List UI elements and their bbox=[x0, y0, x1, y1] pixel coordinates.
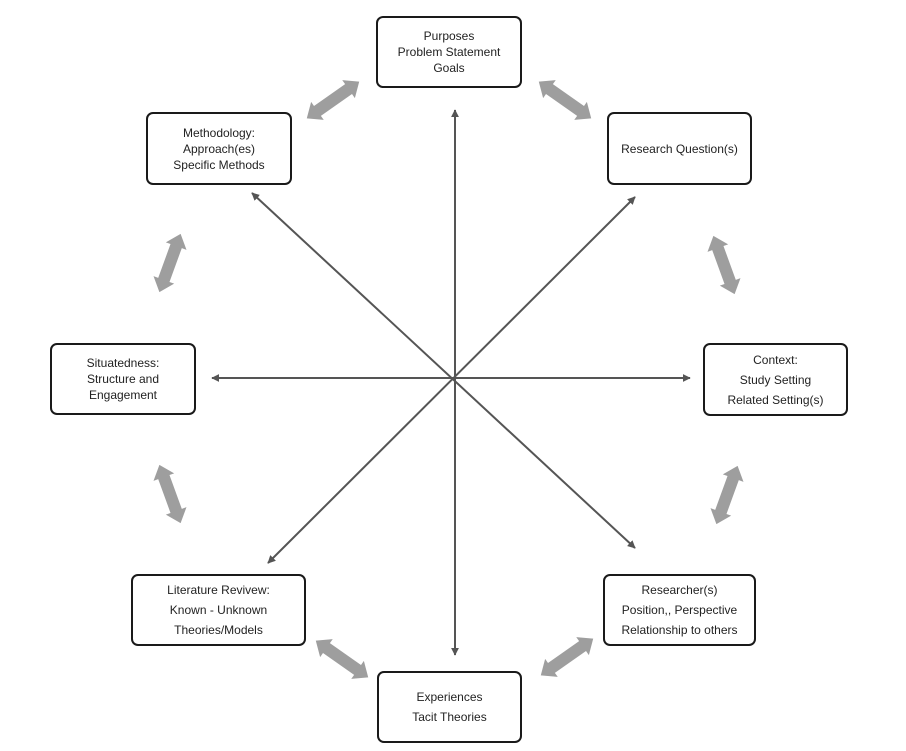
node-research-questions-line-1: Research Question(s) bbox=[621, 141, 738, 156]
ring-arrow-researcher-experiences bbox=[540, 637, 594, 677]
node-purposes-line-3: Goals bbox=[433, 61, 465, 75]
ring-arrow-purposes-research bbox=[538, 80, 592, 120]
spoke-arrows bbox=[211, 109, 691, 656]
node-purposes: Purposes Problem Statement Goals bbox=[376, 16, 522, 88]
node-experiences-line-1: Experiences bbox=[416, 690, 483, 704]
node-context-line-1: Context: bbox=[753, 352, 798, 367]
node-methodology: Methodology: Approach(es) Specific Metho… bbox=[146, 112, 292, 185]
node-methodology-line-3: Specific Methods bbox=[173, 157, 265, 172]
node-researchers-line-2: Position,, Perspective bbox=[621, 603, 738, 617]
node-research-questions: Research Question(s) bbox=[607, 112, 752, 185]
node-literature-review-line-1: Literature Revivew: bbox=[167, 583, 270, 597]
node-methodology-line-2: Approach(es) bbox=[182, 141, 256, 156]
node-situatedness-line-3: Engagement bbox=[88, 388, 158, 402]
node-experiences-line-2: Tacit Theories bbox=[412, 710, 487, 724]
ring-arrow-situatedness-literature bbox=[153, 464, 187, 524]
node-researchers: Researcher(s) Position,, Perspective Rel… bbox=[603, 574, 756, 646]
node-literature-review-line-2: Known - Unknown bbox=[169, 603, 268, 617]
node-situatedness: Situatedness: Structure and Engagement bbox=[50, 343, 196, 415]
node-researchers-line-1: Researcher(s) bbox=[641, 583, 718, 597]
ring-arrow-research-context bbox=[707, 235, 741, 295]
node-researchers-line-3: Relationship to others bbox=[621, 623, 738, 637]
spoke-diagonal-b bbox=[267, 196, 636, 564]
ring-arrow-context-researcher bbox=[710, 465, 744, 525]
node-literature-review-line-3: Theories/Models bbox=[174, 623, 263, 637]
ring-arrows bbox=[153, 80, 744, 679]
node-experiences: Experiences Tacit Theories bbox=[377, 671, 522, 743]
node-purposes-line-1: Purposes bbox=[423, 29, 475, 43]
node-situatedness-line-1: Situatedness: bbox=[86, 356, 160, 370]
node-context-line-3: Related Setting(s) bbox=[727, 392, 824, 407]
ring-arrow-methodology-situatedness bbox=[153, 233, 187, 293]
node-situatedness-line-2: Structure and bbox=[86, 372, 160, 386]
node-literature-review: Literature Revivew: Known - Unknown Theo… bbox=[131, 574, 306, 646]
spoke-diagonal-a bbox=[251, 192, 636, 549]
node-context-line-2: Study Setting bbox=[739, 372, 812, 387]
ring-arrow-experiences-literature bbox=[315, 639, 369, 679]
node-methodology-line-1: Methodology: bbox=[182, 125, 256, 140]
ring-arrow-methodology-purposes bbox=[306, 80, 360, 120]
node-purposes-line-2: Problem Statement bbox=[397, 45, 501, 59]
node-context: Context: Study Setting Related Setting(s… bbox=[703, 343, 848, 416]
